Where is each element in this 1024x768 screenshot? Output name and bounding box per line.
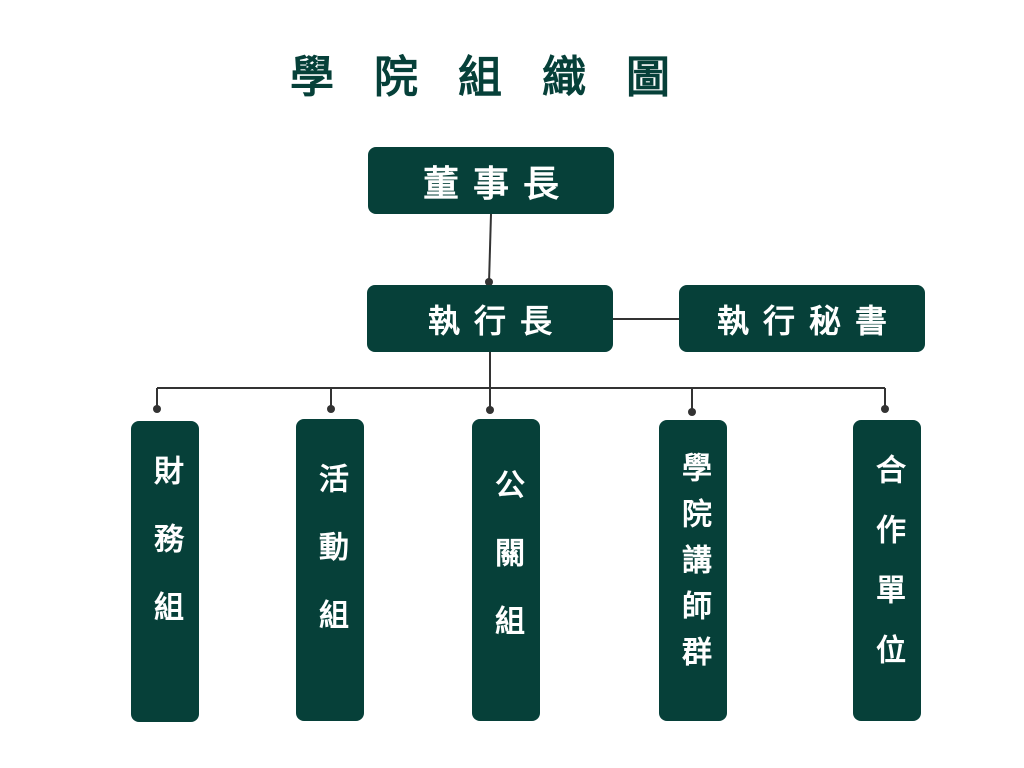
dot-pr xyxy=(486,406,494,414)
department-partners: 合作單位 xyxy=(853,420,921,721)
department-finance: 財務組 xyxy=(131,421,199,722)
department-events: 活動組 xyxy=(296,419,364,721)
dot-ceo-top xyxy=(485,278,493,286)
department-label: 活動組 xyxy=(313,463,348,667)
ceo-box: 執行長 xyxy=(367,285,613,352)
chairman-box: 董事長 xyxy=(368,147,614,214)
secretary-label: 執行秘書 xyxy=(716,301,901,340)
department-pr: 公關組 xyxy=(472,419,540,721)
line-chairman-ceo xyxy=(488,213,492,284)
ceo-label: 執行長 xyxy=(427,301,566,340)
chart-title: 學院組織圖 xyxy=(290,52,710,103)
department-lecturers: 學院講師群 xyxy=(659,420,727,721)
department-label: 合作單位 xyxy=(870,454,905,694)
dot-finance xyxy=(153,405,161,413)
department-label: 財務組 xyxy=(148,455,183,659)
dot-lecturers xyxy=(688,408,696,416)
dot-events xyxy=(327,405,335,413)
department-label: 學院講師群 xyxy=(676,452,711,682)
chairman-label: 董事長 xyxy=(422,163,573,205)
department-label: 公關組 xyxy=(489,469,524,673)
secretary-box: 執行秘書 xyxy=(679,285,925,352)
dot-partners xyxy=(881,405,889,413)
